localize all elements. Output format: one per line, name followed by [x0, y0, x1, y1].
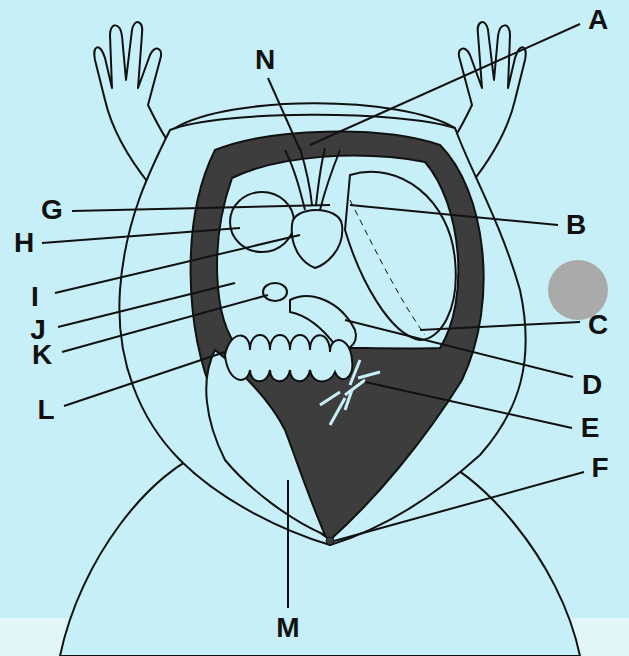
leader-line	[42, 228, 240, 243]
right-lung	[345, 172, 456, 340]
leader-line	[62, 295, 268, 352]
neck-edge	[175, 103, 455, 128]
leader-line	[334, 472, 584, 541]
callout-letter: A	[588, 6, 608, 34]
heart	[292, 210, 343, 268]
mesentery	[320, 360, 380, 425]
cloaca	[326, 537, 334, 545]
body-cavity	[191, 132, 484, 540]
dashed-outline	[350, 200, 425, 335]
callout-letter: J	[30, 316, 46, 344]
callout-letter: H	[14, 229, 34, 257]
callout-letter: F	[591, 454, 608, 482]
leader-line	[310, 24, 580, 145]
callout-letter: I	[31, 283, 39, 311]
leader-line	[345, 320, 573, 377]
callout-letter: K	[32, 341, 52, 369]
leader-line	[287, 480, 289, 608]
leader-line	[350, 205, 558, 225]
arteries	[285, 148, 340, 210]
callout-letter: L	[37, 396, 54, 424]
callout-letter: N	[255, 46, 275, 74]
callout-letter: D	[582, 371, 602, 399]
frog-body	[119, 115, 525, 545]
leader-line	[58, 283, 235, 327]
callout-letter: G	[41, 196, 63, 224]
callout-letter: E	[581, 414, 600, 442]
leader-line	[268, 78, 300, 150]
leader-line	[64, 352, 225, 406]
callout-letter: M	[276, 614, 299, 642]
leader-line	[420, 322, 580, 330]
gall-bladder	[263, 283, 287, 301]
leader-line	[55, 235, 300, 293]
callout-letter: C	[588, 311, 608, 339]
intestines	[225, 335, 352, 382]
leader-line	[365, 382, 572, 428]
callout-letter: B	[566, 211, 586, 239]
liver	[217, 156, 458, 350]
leader-line	[72, 205, 330, 211]
